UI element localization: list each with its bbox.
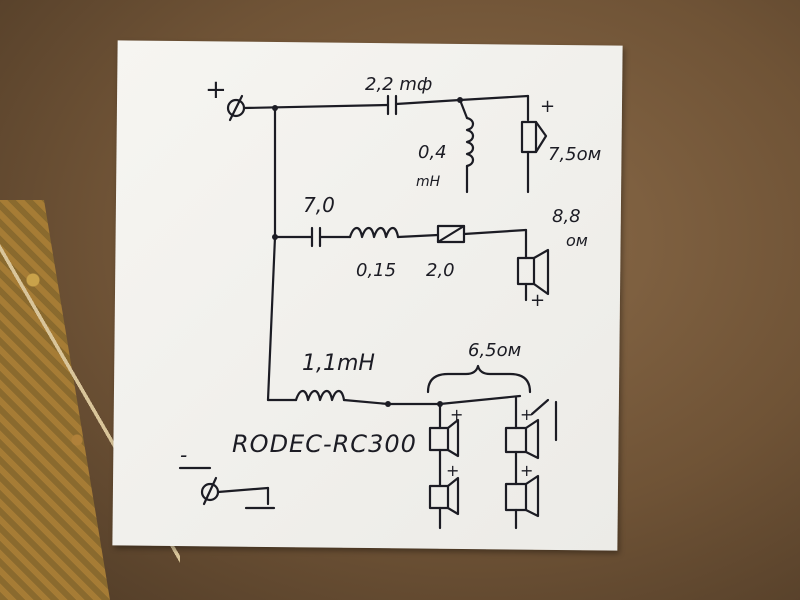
woofer-brace [426,364,532,394]
midrange-speaker [516,256,536,286]
woofer-branch: 1,1mH 6,5ом + + + + [266,340,558,530]
mid-coil [348,226,400,239]
model-name-label: RODEC-RC300 [232,430,417,458]
mid-impedance-1: 8,8 [552,206,581,227]
tweeter-impedance-label: 7,5ом [548,144,601,165]
mid-cap-label: 7,0 [303,193,335,217]
woofer-speaker-2 [428,484,450,510]
mid-resistor-label: 2,0 [426,260,455,281]
woofer-speaker-4 [504,482,528,512]
top-junction [272,105,278,111]
input-minus-terminal: - [178,443,276,510]
woofer-coil [294,389,346,402]
woofer-impedance-label: 6,5ом [468,340,521,361]
woofer1-plus: + [450,405,463,424]
input-plus-terminal: + [205,75,246,122]
woofer-speaker-1 [428,426,450,452]
woofer-speaker-3 [504,426,528,454]
tweeter-coil-unit: mH [416,174,441,190]
mid-plus: + [530,290,545,311]
tweeter-branch: 2,2 mф 0,4 mH + 7,5ом [242,74,601,194]
tweeter-speaker [520,120,538,154]
woofer2-plus: + [446,461,459,480]
woofer4-plus: + [520,461,533,480]
plus-input-label: + [205,75,227,105]
tweeter-coil-value: 0,4 [418,142,447,163]
tweeter-cap-label: 2,2 mф [365,74,432,95]
woofer-coil-label: 1,1mH [302,351,375,376]
mid-impedance-2: ом [566,231,588,250]
woofer3-plus: + [520,405,533,424]
midrange-branch: 7,0 0,15 2,0 + 8,8 ом [273,193,588,311]
left-bus-lower [266,235,277,402]
tweeter-coil [465,116,475,168]
mid-coil-label: 0,15 [356,260,396,281]
tweeter-plus: + [540,96,555,117]
minus-input-label: - [180,443,187,467]
